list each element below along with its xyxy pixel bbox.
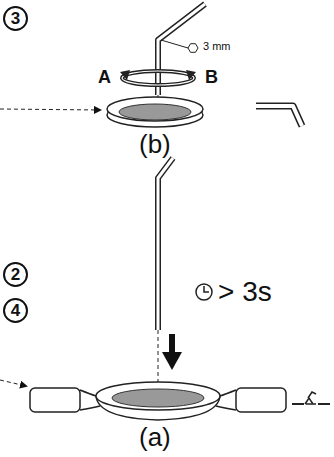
callout-number: 4 xyxy=(11,302,20,319)
hex-key xyxy=(158,158,173,330)
callout-circle: 3 xyxy=(3,6,28,31)
hex-symbol xyxy=(188,44,198,53)
clock-icon xyxy=(196,284,212,300)
callout-circle: 4 xyxy=(3,298,28,323)
label-text: (a) xyxy=(139,424,171,450)
pointer-arrow xyxy=(0,380,26,386)
label-text: B xyxy=(205,68,218,86)
label-text: > 3s xyxy=(218,278,272,306)
callout-circle: 2 xyxy=(3,262,28,287)
label-text: 3 mm xyxy=(203,41,231,52)
valve-body xyxy=(30,382,286,420)
callout-number: 3 xyxy=(11,10,20,27)
label-text: A xyxy=(98,68,111,86)
leader-line xyxy=(161,40,188,48)
label-text: (b) xyxy=(139,131,171,157)
pointer-arrow xyxy=(0,109,100,110)
push-arrow xyxy=(162,334,182,370)
rotation-arrow xyxy=(120,70,196,85)
key-icon xyxy=(256,106,302,126)
knob xyxy=(107,97,203,127)
valve-symbol xyxy=(292,392,330,404)
callout-number: 2 xyxy=(11,266,20,283)
